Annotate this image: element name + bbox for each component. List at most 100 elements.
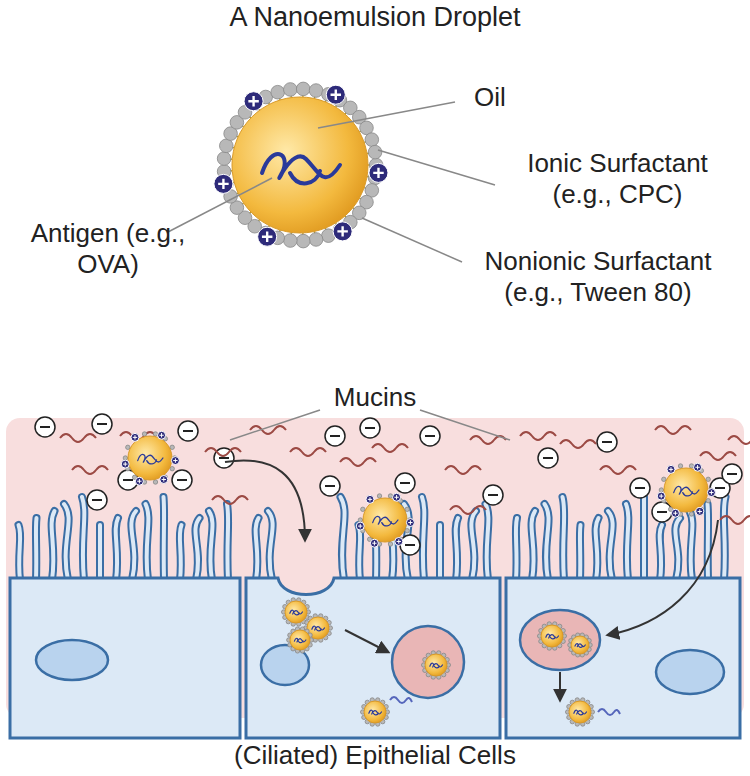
nonionic-head bbox=[706, 477, 710, 481]
mucin bbox=[520, 432, 556, 440]
oil-core bbox=[571, 636, 589, 654]
cilium bbox=[456, 518, 458, 580]
plus-sign bbox=[248, 96, 258, 106]
cilium-outline bbox=[704, 504, 713, 580]
droplet bbox=[537, 622, 566, 650]
cilium bbox=[268, 511, 273, 580]
nonionic-head bbox=[284, 234, 298, 248]
antigen bbox=[574, 710, 587, 715]
antigen-fragments bbox=[390, 697, 620, 715]
cilium-outline bbox=[359, 525, 361, 580]
plus-sign bbox=[394, 495, 398, 499]
cilium bbox=[227, 504, 228, 580]
plus-sign bbox=[408, 520, 412, 524]
antigen bbox=[575, 644, 585, 648]
nonionic-head bbox=[388, 494, 392, 498]
mucin bbox=[728, 436, 750, 444]
ionic-head bbox=[214, 174, 233, 193]
cilium bbox=[180, 525, 182, 580]
ionic-head bbox=[356, 522, 364, 530]
mucin bbox=[450, 506, 486, 514]
nonionic-head bbox=[217, 152, 231, 166]
droplet bbox=[421, 651, 450, 679]
cilia bbox=[19, 497, 726, 580]
arrows bbox=[225, 460, 718, 700]
plus-sign bbox=[173, 458, 177, 462]
cilium-outline bbox=[436, 525, 444, 580]
plus-sign bbox=[372, 541, 376, 545]
negative-charge bbox=[630, 478, 650, 498]
cilium bbox=[626, 504, 628, 580]
nonionic-head bbox=[706, 498, 710, 502]
nonionic-head bbox=[153, 432, 157, 436]
cilium bbox=[532, 511, 535, 580]
nonionic-head bbox=[309, 84, 323, 98]
endosomes bbox=[392, 610, 600, 698]
cilium-outline bbox=[576, 525, 585, 580]
cilium-outline bbox=[690, 511, 693, 580]
cilium bbox=[146, 504, 149, 580]
cilium bbox=[438, 525, 442, 580]
cilium bbox=[675, 518, 680, 580]
plus-sign bbox=[137, 479, 141, 483]
cilium-outline bbox=[82, 497, 84, 580]
cilium-outline bbox=[341, 497, 345, 580]
cilium bbox=[471, 511, 476, 580]
ionic-head bbox=[135, 477, 143, 485]
ionic-head bbox=[406, 519, 414, 527]
oil-core bbox=[425, 654, 447, 676]
cilium-outline bbox=[471, 511, 476, 580]
nonionic-head bbox=[153, 480, 157, 484]
ionic-head bbox=[121, 460, 129, 468]
mucin bbox=[60, 434, 96, 442]
negative-charge bbox=[483, 485, 503, 505]
ionic-head bbox=[671, 509, 679, 517]
cilium bbox=[341, 497, 345, 580]
ionic-head bbox=[657, 492, 665, 500]
plus-sign bbox=[368, 497, 372, 501]
part-label: Mucins bbox=[300, 382, 450, 413]
plus-sign bbox=[698, 509, 702, 513]
cilium-outline bbox=[64, 504, 69, 580]
leader-lines bbox=[168, 102, 510, 440]
cilium bbox=[486, 504, 489, 580]
nonionic-head bbox=[296, 82, 310, 96]
cilium bbox=[19, 525, 21, 580]
nonionic-head bbox=[689, 512, 693, 516]
minus-sign bbox=[92, 499, 102, 501]
minus-sign bbox=[123, 479, 133, 481]
cilium bbox=[706, 504, 711, 580]
plus-sign bbox=[218, 179, 228, 189]
minus-sign bbox=[543, 457, 553, 459]
cilium bbox=[724, 497, 726, 580]
ionic-head bbox=[244, 92, 263, 111]
minus-sign bbox=[183, 430, 193, 432]
minus-sign bbox=[602, 441, 612, 443]
negative-charge bbox=[172, 470, 192, 490]
droplet bbox=[657, 463, 715, 517]
minus-sign bbox=[715, 487, 725, 489]
droplet bbox=[281, 598, 310, 626]
droplet bbox=[356, 493, 414, 547]
cilium-outline bbox=[209, 511, 212, 580]
negative-charge bbox=[652, 502, 672, 522]
negative-charges bbox=[35, 414, 742, 555]
plus-sign bbox=[673, 511, 677, 515]
nonionic-head bbox=[170, 466, 174, 470]
mucin bbox=[372, 444, 408, 452]
mucin-strands bbox=[60, 426, 750, 524]
plus-sign bbox=[159, 433, 163, 437]
oil-core bbox=[307, 617, 329, 639]
negative-charge bbox=[320, 476, 340, 496]
cilium bbox=[116, 518, 118, 580]
negative-charge bbox=[597, 432, 617, 452]
cilium bbox=[359, 525, 361, 580]
nonionic-head bbox=[123, 456, 127, 460]
cilium bbox=[563, 497, 565, 580]
cilium bbox=[516, 518, 517, 580]
negative-charge bbox=[92, 414, 112, 434]
cilium-outline bbox=[160, 497, 169, 580]
minus-sign bbox=[635, 487, 645, 489]
plus-sign bbox=[133, 435, 137, 439]
figure-caption: (Ciliated) Epithelial Cells bbox=[120, 740, 630, 771]
